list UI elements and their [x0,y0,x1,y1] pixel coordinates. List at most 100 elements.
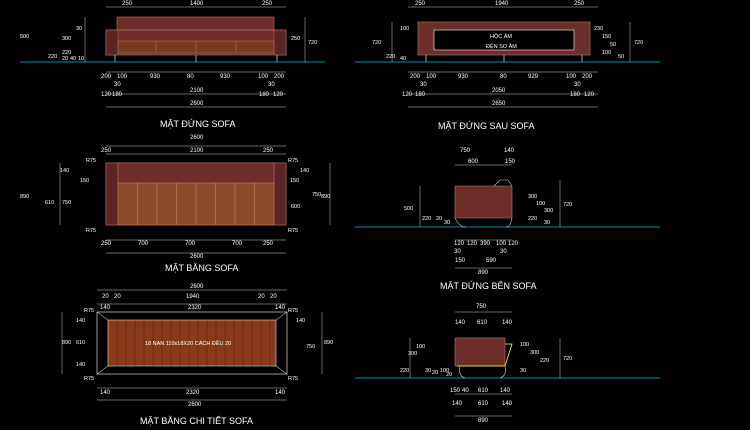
side-body [454,185,513,219]
dim-text: 750 [460,148,471,154]
dim-text: 100 [496,241,507,247]
dim-text: 140 [452,401,463,407]
dim-text: 890 [20,194,29,200]
dim-text: 2100 [190,148,204,154]
dim-text: 890 [321,194,330,200]
dim-text: 50 [618,54,624,60]
dim-text: 720 [372,40,381,46]
dim-text: 140 [500,388,511,394]
dim-text: 30 [420,82,427,88]
dim-text: 100 [400,26,409,32]
dim-text: 10 [78,56,84,62]
dim-text: 100 [416,344,425,350]
dim-text: 140 [502,401,513,407]
dim-text: 1400 [190,1,204,7]
left-armrest [105,29,119,56]
dim-text: 180 [259,92,270,98]
back-elevation-view: HỘC ÂM ĐỆN SO ÂM 250 1940 250 200 100 93… [355,1,660,131]
dim-text: 140 [275,305,286,311]
dim-text: R75 [288,308,298,314]
dim-text: 250 [263,241,274,247]
dim-text: 250 [291,36,300,42]
view-title: MẶT BẰNG SOFA [165,263,238,273]
leg-profile [454,217,513,228]
dim-text: 220 [62,50,71,56]
right-armrest [273,162,287,226]
side-detail-body [454,337,506,367]
seat-slats [116,320,271,366]
dim-text: 140 [502,320,513,326]
sofa-backrest [116,16,275,31]
dim-text: 150 [290,178,299,184]
dim-text: 610 [45,200,54,206]
dim-text: 720 [563,356,572,362]
dim-text: 700 [138,241,149,247]
dim-text: 30 [114,82,121,88]
dim-text: 20 [436,216,442,222]
recess-label: HỘC ÂM [490,33,512,40]
dim-text: 150 [80,178,89,184]
dim-text: 120 [273,92,284,98]
dim-text: 890 [478,418,489,424]
dim-text: 929 [528,74,539,80]
dim-text: 30 [268,82,275,88]
dim-text: 200 [582,74,593,80]
dim-text: 30 [544,220,550,226]
dim-text: 100 [536,201,545,207]
side-detail-view: 750 140 610 140 150 40 610 140 140 610 1… [355,304,660,424]
dim-text: 20 [432,370,438,376]
dim-text: 930 [458,74,469,80]
dim-text: 220 [400,368,409,374]
dim-text: 220 [422,216,431,222]
dim-text: 30 [444,220,450,226]
view-title: MẶT BẰNG CHI TIẾT SOFA [140,416,253,426]
dim-text: 1940 [186,294,200,300]
dim-text: 20 [270,294,277,300]
dim-text: R75 [84,308,94,314]
dim-text: 610 [478,401,489,407]
dim-text: 120 [584,92,595,98]
dim-text: 40 [400,56,406,62]
dim-text: R75 [288,228,298,234]
side-elevation-view: 750 140 600 150 120 120 390 100 120 30 3… [355,148,660,291]
dim-text: 220 [540,358,549,364]
dim-text: 230 [594,26,603,32]
dim-text: 2320 [188,305,202,311]
dim-text: 750 [62,200,71,206]
dim-text: 250 [415,1,426,7]
dim-text: 140 [100,390,111,396]
dim-text: 250 [574,1,585,7]
dim-text: 890 [324,340,333,346]
dim-text: 20 [102,294,109,300]
dim-text: 890 [478,270,489,276]
dim-text: 2600 [190,254,204,260]
seat-slat-area [107,319,277,367]
dim-text: 300 [62,36,71,42]
front-elevation-view: 250 1400 250 200 100 930 80 930 100 200 … [20,1,325,129]
seat-panels [117,182,275,226]
dim-text: 120 [508,241,519,247]
dim-text: 180 [570,92,581,98]
dim-text: 100 [520,342,529,348]
dim-text: 120 [101,92,112,98]
leg-profile [459,365,506,379]
dim-text: 610 [76,340,85,346]
dim-text: 930 [220,74,231,80]
dim-text: 140 [296,318,305,324]
dim-text: 720 [308,40,317,46]
dim-text: 30 [574,82,581,88]
dim-text: 20 [446,372,452,378]
dim-text: 610 [478,388,489,394]
dim-text: 100 [426,74,437,80]
dim-text: 30 [520,368,526,374]
dim-text: 300 [408,351,417,357]
dim-text: 600 [468,159,479,165]
dim-text: 750 [476,304,487,310]
dim-text: 30 [454,249,461,255]
dim-text: 700 [185,241,196,247]
dim-text: 750 [312,192,321,198]
dim-text: 150 [455,258,466,264]
dim-text: R75 [84,376,94,382]
view-title: MẶT ĐỨNG SAU SOFA [438,121,535,131]
view-title: MẶT ĐỨNG BÊN SOFA [440,281,537,291]
